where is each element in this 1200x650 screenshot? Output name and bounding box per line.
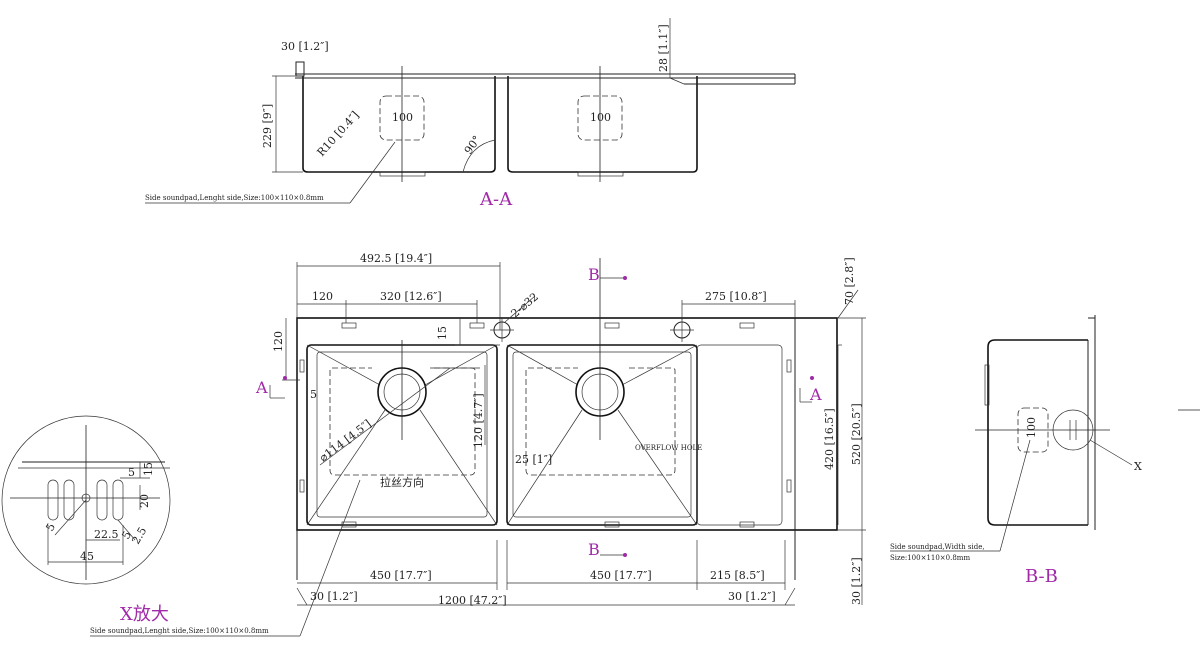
plan-holes: 2-⌀32 [509,290,541,320]
plan-view: 492.5 [19.4″] 120 320 [12.6″] 275 [10.8″… [90,252,866,637]
aa-dim-height: 229 [9″] [261,104,274,148]
bb-pad: 100 [1025,417,1038,438]
detail-d25: 2.5 [129,525,149,547]
section-marker-b-top: B [588,265,600,284]
bb-x-label: X [1134,460,1142,473]
plan-dim-30-br: 30 [1.2″] [728,590,776,603]
plan-dim-120-v: 120 [272,331,285,352]
plan-dim-114: ⌀114 [4.5″] [317,417,374,464]
plan-dim-5: 5 [310,388,317,401]
plan-dim-30-bl: 30 [1.2″] [310,590,358,603]
aa-note: Side soundpad,Lenght side,Size:100×110×0… [145,194,324,202]
aa-dim-right: 28 [1.1″] [657,24,670,72]
plan-dim-492: 492.5 [19.4″] [360,252,432,265]
plan-brushing: 拉丝方向 [380,475,424,489]
plan-dim-25: 25 [1″] [515,453,552,466]
section-bb-title: B-B [1025,566,1058,587]
plan-overflow: OVERFLOW HOLE [635,444,702,452]
plan-dim-30-r: 30 [1.2″] [850,557,863,605]
plan-dim-120-h: 120 [312,290,333,303]
detail-d20: 20 [138,494,151,508]
section-bb-view: 100 X Side soundpad,Width side, Size:100… [890,315,1200,587]
aa-angle: 90° [462,133,484,156]
plan-dim-320: 320 [12.6″] [380,290,442,303]
plan-dim-275: 275 [10.8″] [705,290,767,303]
detail-d225: 22.5 [94,528,119,541]
section-aa-view: 30 [1.2″] 229 [9″] 28 [1.1″] R10 [0.4″] … [145,18,796,210]
aa-radius: R10 [0.4″] [315,109,362,159]
plan-dim-1200: 1200 [47.2″] [438,594,507,607]
detail-x-view: 5 15 20 5 22.5 5 2.5 45 X放大 [1,415,171,625]
aa-pad-left: 100 [392,111,413,124]
detail-d5b: 5 [43,521,58,534]
plan-dim-450-l: 450 [17.7″] [370,569,432,582]
plan-dim-120-r: 120 [4.7″] [472,393,485,448]
detail-d5a: 5 [128,466,135,479]
section-aa-title: A-A [479,189,513,210]
section-marker-a-left: A [255,378,268,397]
aa-pad-right: 100 [590,111,611,124]
detail-d15: 15 [142,462,155,476]
plan-dim-70: 70 [2.8″] [843,257,856,305]
plan-dim-215: 215 [8.5″] [710,569,765,582]
section-marker-b-bottom: B [588,540,600,559]
plan-dim-420: 420 [16.5″] [823,408,836,470]
bb-note-line1: Side soundpad,Width side, [890,543,985,551]
plan-dim-450-r: 450 [17.7″] [590,569,652,582]
detail-d45: 45 [80,550,94,563]
aa-dim-top: 30 [1.2″] [281,40,329,53]
plan-dim-520: 520 [20.5″] [850,403,863,465]
bb-note-line2: Size:100×110×0.8mm [890,554,970,562]
plan-dim-15: 15 [436,326,449,340]
section-marker-a-right: A [809,385,822,404]
plan-note: Side soundpad,Lenght side,Size:100×110×0… [90,627,269,635]
detail-x-title: X放大 [120,604,169,625]
